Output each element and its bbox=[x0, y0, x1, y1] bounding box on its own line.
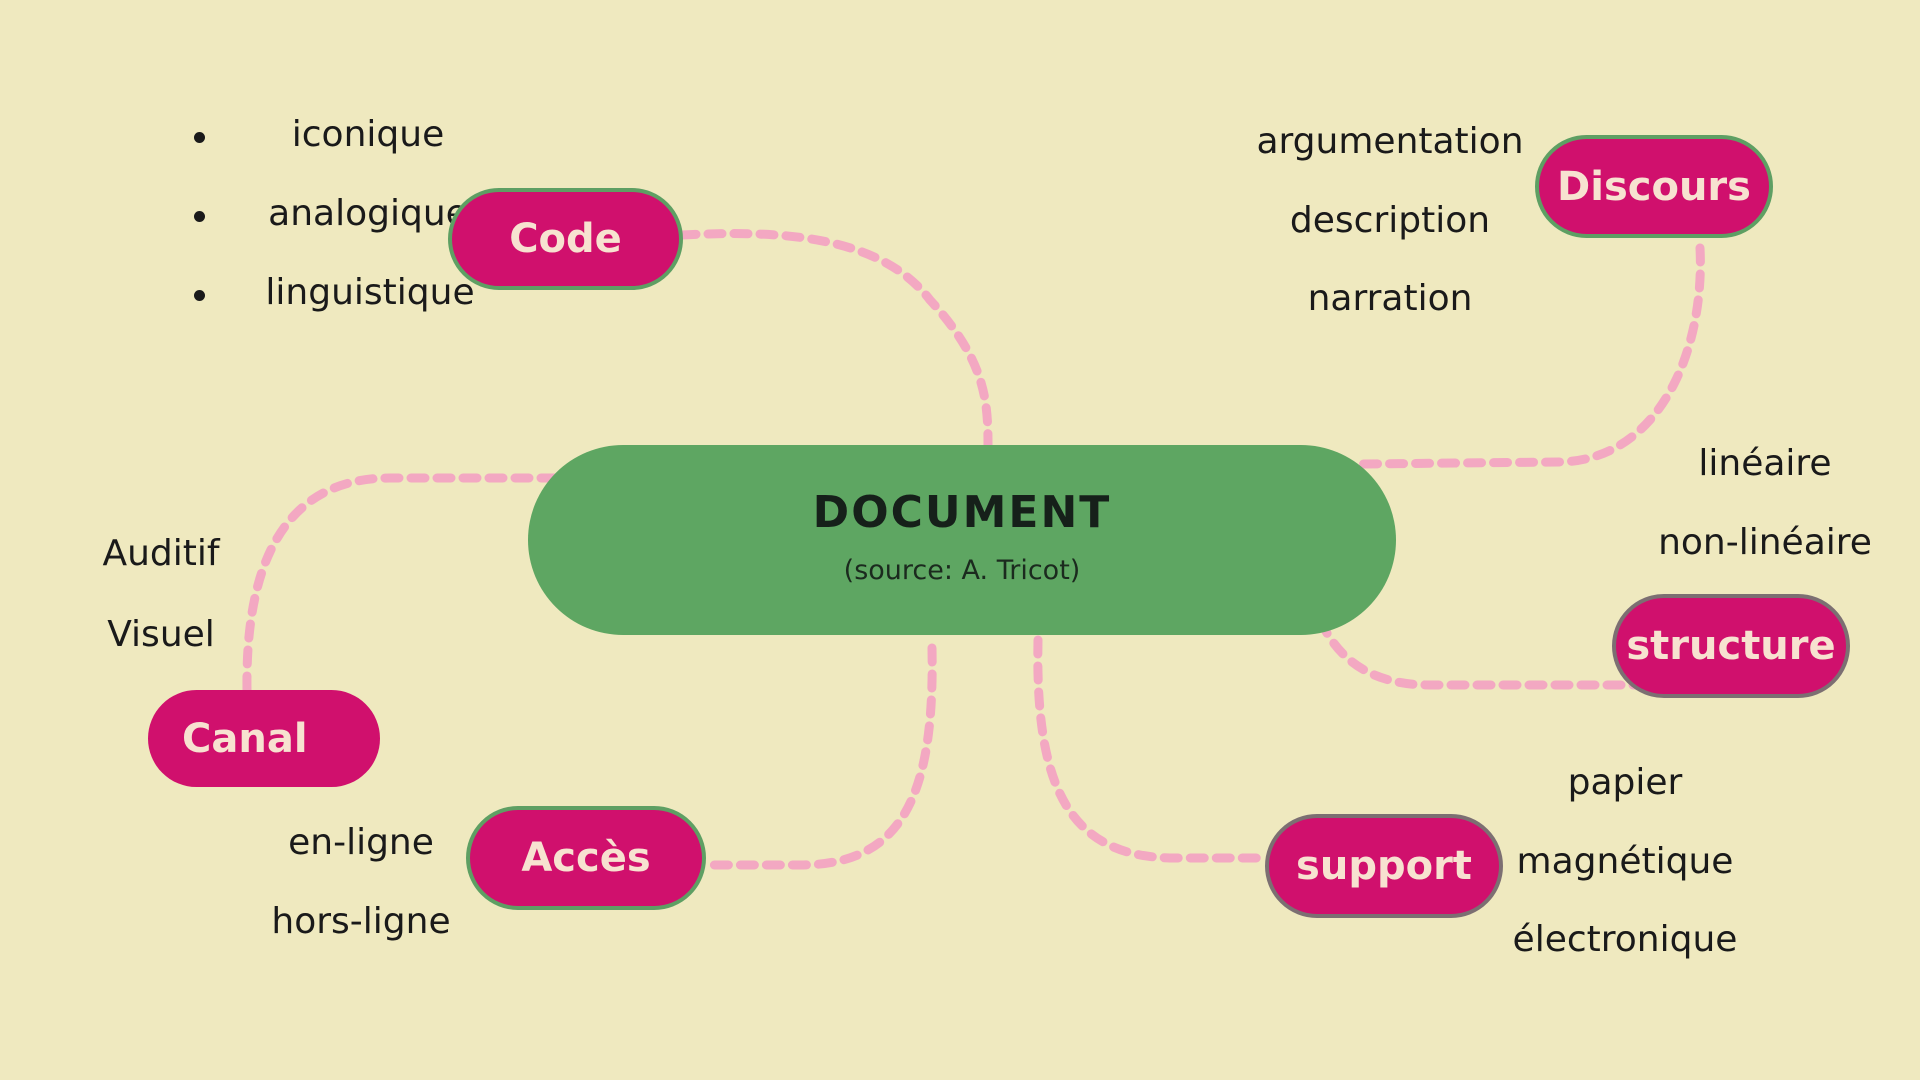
code-item-analogique: analogique bbox=[268, 193, 468, 234]
discours-item-description: description bbox=[1289, 200, 1491, 241]
support-item-electronique: électronique bbox=[1512, 919, 1738, 960]
bullet-icon bbox=[194, 211, 205, 222]
structure-item-lineaire: linéaire bbox=[1698, 443, 1832, 484]
discours-item-argumentation: argumentation bbox=[1256, 121, 1524, 162]
node-structure[interactable]: structure bbox=[1612, 594, 1850, 698]
bullet-icon bbox=[194, 290, 205, 301]
acces-item-en-ligne: en-ligne bbox=[288, 822, 434, 863]
document-source: (source: A. Tricot) bbox=[843, 555, 1081, 586]
discours-item-narration: narration bbox=[1307, 278, 1473, 319]
code-item-linguistique: linguistique bbox=[265, 272, 475, 313]
code-item-iconique: iconique bbox=[291, 114, 445, 155]
link-code bbox=[677, 229, 993, 450]
node-code[interactable]: Code bbox=[448, 188, 683, 290]
document-node: DOCUMENT (source: A. Tricot) bbox=[528, 445, 1396, 635]
bullet-icon bbox=[194, 132, 205, 143]
node-canal[interactable]: Canal bbox=[148, 690, 380, 787]
canal-item-auditif: Auditif bbox=[102, 533, 220, 574]
link-acces bbox=[703, 643, 937, 870]
node-support[interactable]: support bbox=[1265, 814, 1503, 918]
support-item-papier: papier bbox=[1567, 762, 1683, 803]
link-discours bbox=[1355, 243, 1705, 469]
structure-item-non-lineaire: non-linéaire bbox=[1658, 522, 1872, 563]
support-item-magnetique: magnétique bbox=[1516, 841, 1734, 882]
link-support bbox=[1033, 635, 1273, 863]
node-acces[interactable]: Accès bbox=[466, 806, 706, 910]
node-discours[interactable]: Discours bbox=[1535, 135, 1773, 238]
canal-item-visuel: Visuel bbox=[107, 614, 215, 655]
acces-item-hors-ligne: hors-ligne bbox=[271, 901, 451, 942]
link-canal bbox=[242, 473, 560, 695]
document-title: DOCUMENT bbox=[812, 487, 1112, 538]
